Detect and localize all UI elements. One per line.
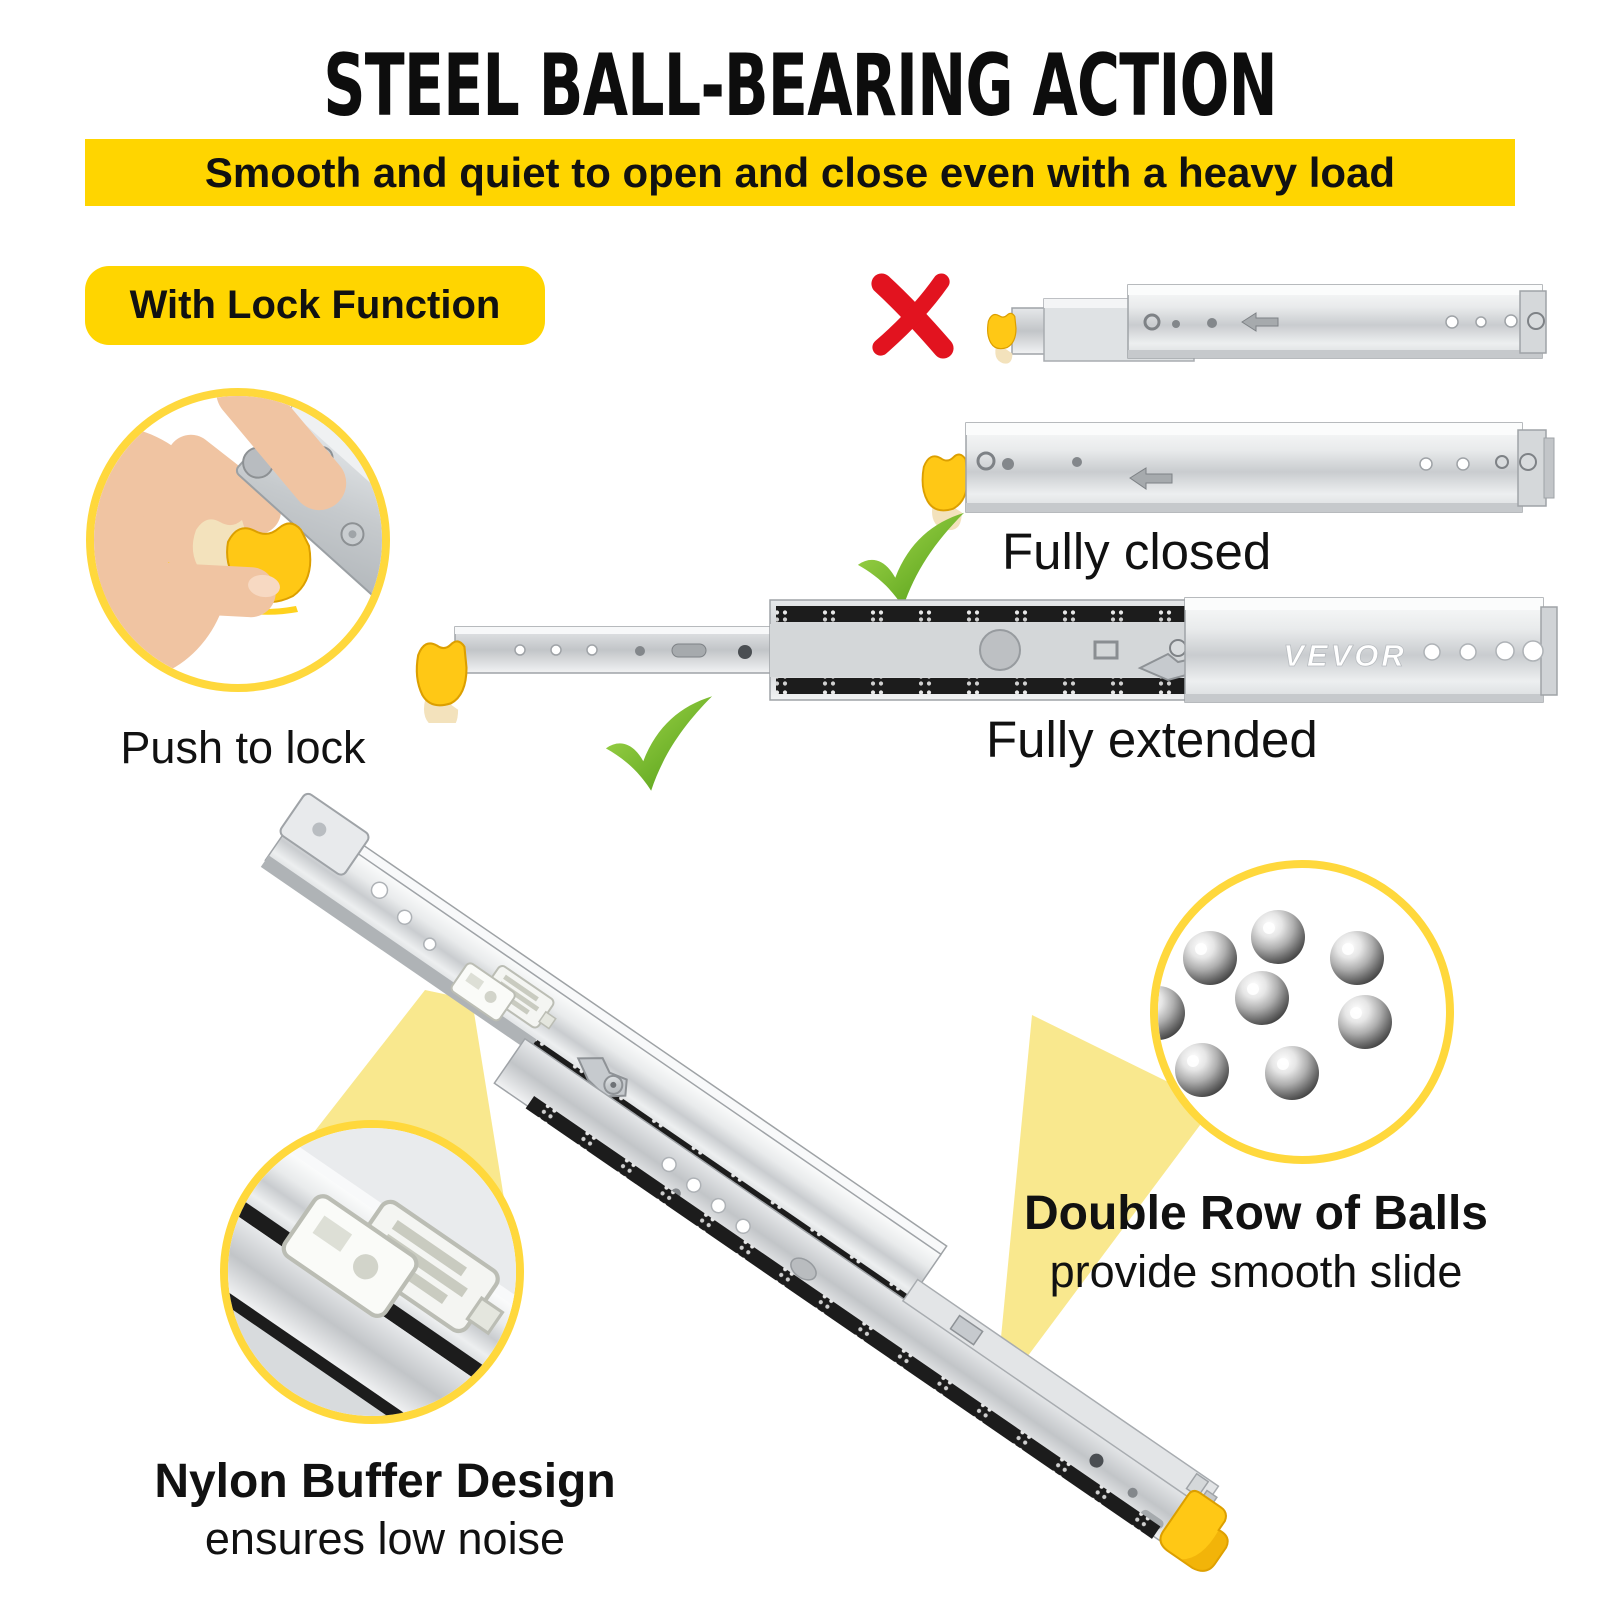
hand-lock-illustration bbox=[94, 396, 382, 682]
zoom-beam-balls bbox=[995, 1015, 1215, 1400]
yellow-end-cap bbox=[1159, 1490, 1229, 1572]
steel-ball bbox=[1183, 931, 1237, 985]
yellow-lock-lever bbox=[987, 312, 1017, 364]
steel-balls bbox=[1158, 910, 1392, 1100]
slide-partially-open bbox=[987, 284, 1547, 364]
nylon-buffer-title: Nylon Buffer Design bbox=[154, 1455, 616, 1508]
lock-function-badge: With Lock Function bbox=[85, 266, 545, 345]
page-title: STEEL BALL-BEARING ACTION bbox=[0, 36, 1600, 136]
nylon-buffer-subtitle: ensures low noise bbox=[204, 1513, 566, 1564]
nylon-buffer-clip-magnified bbox=[281, 1194, 505, 1336]
page-title-text: STEEL BALL-BEARING ACTION bbox=[323, 36, 1277, 136]
subtitle-text: Smooth and quiet to open and close even … bbox=[204, 148, 1396, 196]
yellow-lock-lever bbox=[415, 640, 468, 723]
push-to-lock-photo-circle bbox=[86, 388, 390, 692]
nylon-buffer-clip bbox=[450, 962, 557, 1030]
lock-mechanism bbox=[576, 1057, 628, 1098]
fully-closed-label: Fully closed bbox=[1002, 523, 1272, 580]
red-x-icon bbox=[871, 273, 954, 359]
double-row-subtitle: provide smooth slide bbox=[1049, 1246, 1463, 1297]
fully-extended-label: Fully extended bbox=[986, 711, 1318, 768]
diagonal-slide bbox=[260, 792, 1229, 1572]
subtitle-banner: Smooth and quiet to open and close even … bbox=[85, 139, 1515, 206]
push-to-lock-caption: Push to lock bbox=[120, 722, 366, 773]
double-row-title: Double Row of Balls bbox=[1023, 1187, 1488, 1240]
slide-fully-closed bbox=[921, 422, 1555, 531]
green-check-icon bbox=[605, 696, 713, 791]
vevor-logo: VEVOR bbox=[1283, 638, 1407, 673]
lock-function-label: With Lock Function bbox=[129, 283, 501, 327]
slide-fully-extended: VEVOR bbox=[415, 597, 1558, 723]
green-check-icon bbox=[857, 512, 965, 608]
push-direction-arrow-icon bbox=[168, 562, 298, 615]
balls-zoom-circle bbox=[1150, 860, 1454, 1164]
bottom-detail-scene bbox=[220, 792, 1454, 1572]
